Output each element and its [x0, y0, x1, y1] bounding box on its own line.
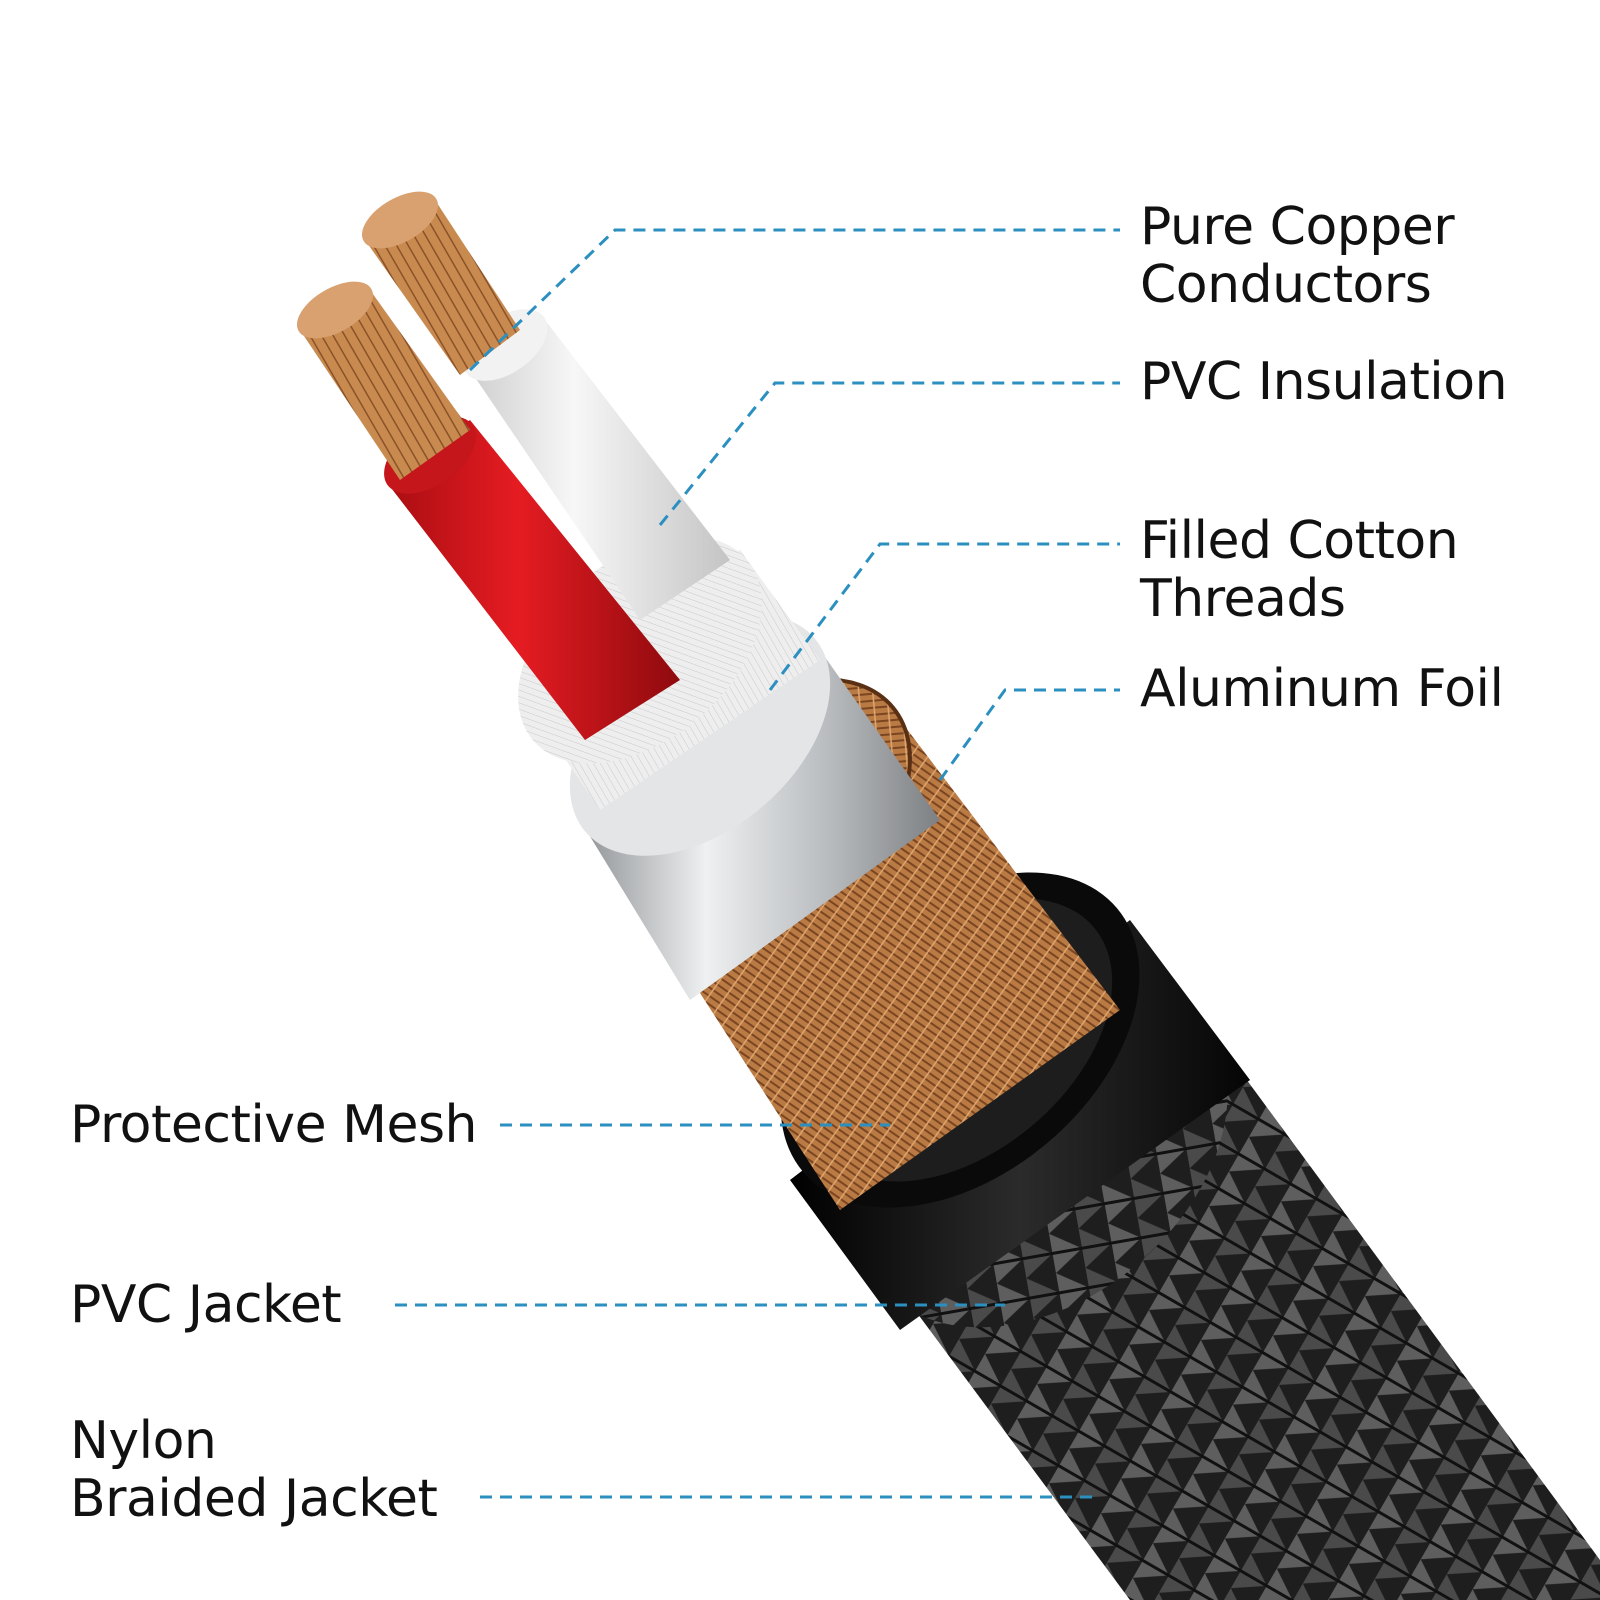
label-pvc-jacket: PVC Jacket	[70, 1276, 341, 1334]
leader-line-foil	[940, 690, 1120, 780]
label-line: Braided Jacket	[70, 1470, 437, 1528]
leader-line-copper	[470, 230, 1120, 370]
label-line: Aluminum Foil	[1140, 660, 1503, 718]
label-aluminum-foil: Aluminum Foil	[1140, 660, 1503, 718]
label-filled-cotton-threads: Filled Cotton Threads	[1140, 512, 1458, 628]
label-nylon-braided-jacket: Nylon Braided Jacket	[70, 1412, 437, 1528]
label-line: Conductors	[1140, 256, 1454, 314]
label-pure-copper-conductors: Pure Copper Conductors	[1140, 198, 1454, 314]
label-line: Protective Mesh	[70, 1096, 477, 1154]
label-line: Nylon	[70, 1412, 437, 1470]
label-line: Filled Cotton	[1140, 512, 1458, 570]
label-protective-mesh: Protective Mesh	[70, 1096, 477, 1154]
label-line: Pure Copper	[1140, 198, 1454, 256]
label-line: PVC Insulation	[1140, 353, 1507, 411]
label-line: PVC Jacket	[70, 1276, 341, 1334]
label-pvc-insulation: PVC Insulation	[1140, 353, 1507, 411]
leader-line-insulation	[660, 383, 1120, 525]
label-line: Threads	[1140, 570, 1458, 628]
